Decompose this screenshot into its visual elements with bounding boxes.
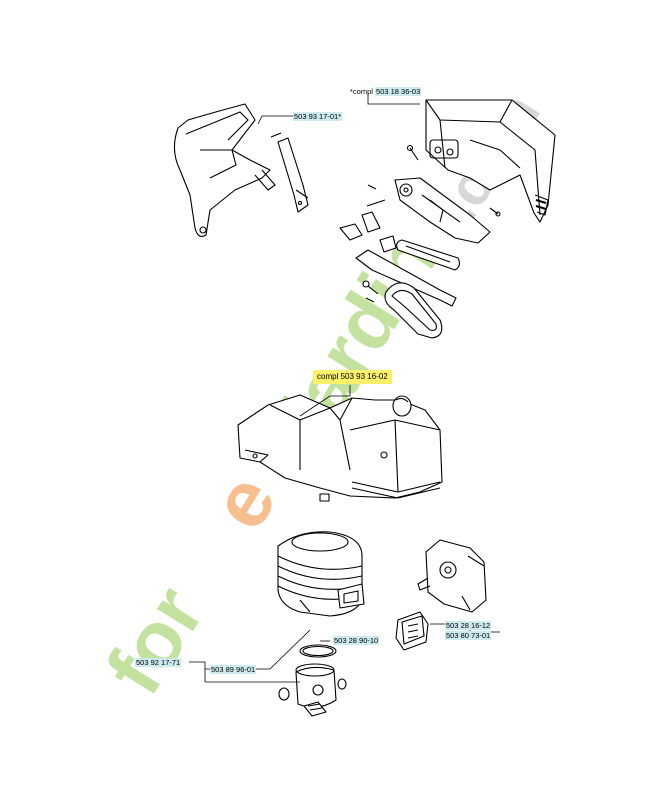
chain-brake-drawing <box>339 99 556 339</box>
cylinder-cover-drawing <box>237 394 443 499</box>
ring-part-label: 503 28 90-10 <box>333 636 380 645</box>
cylinder-part-label: 503 92 17-71 <box>135 658 182 667</box>
svg-text:for: for <box>89 571 221 709</box>
cylinder-drawing <box>277 493 365 617</box>
cover-compl-label: compl 503 93 16-02 <box>313 370 392 384</box>
front-handle-drawing <box>173 103 309 237</box>
carburetor-drawing <box>395 539 487 651</box>
carb-part-label-b: 503 80 73-01 <box>445 631 492 640</box>
piston-part-label: 503 89 96-01 <box>210 665 257 674</box>
top-compl-number: 503 18 36-03 <box>375 87 422 96</box>
handle-part-label: 503 93 17-01* <box>293 112 343 121</box>
piston-drawing <box>278 644 347 717</box>
top-compl-label: *compl 503 18 36-03 <box>350 87 422 96</box>
cover-compl-number: 503 93 16-02 <box>340 372 388 381</box>
cover-compl-prefix: compl <box>317 372 339 381</box>
top-compl-prefix: *compl <box>350 87 373 96</box>
carb-part-label-a: 503 28 16-12 <box>445 621 492 630</box>
